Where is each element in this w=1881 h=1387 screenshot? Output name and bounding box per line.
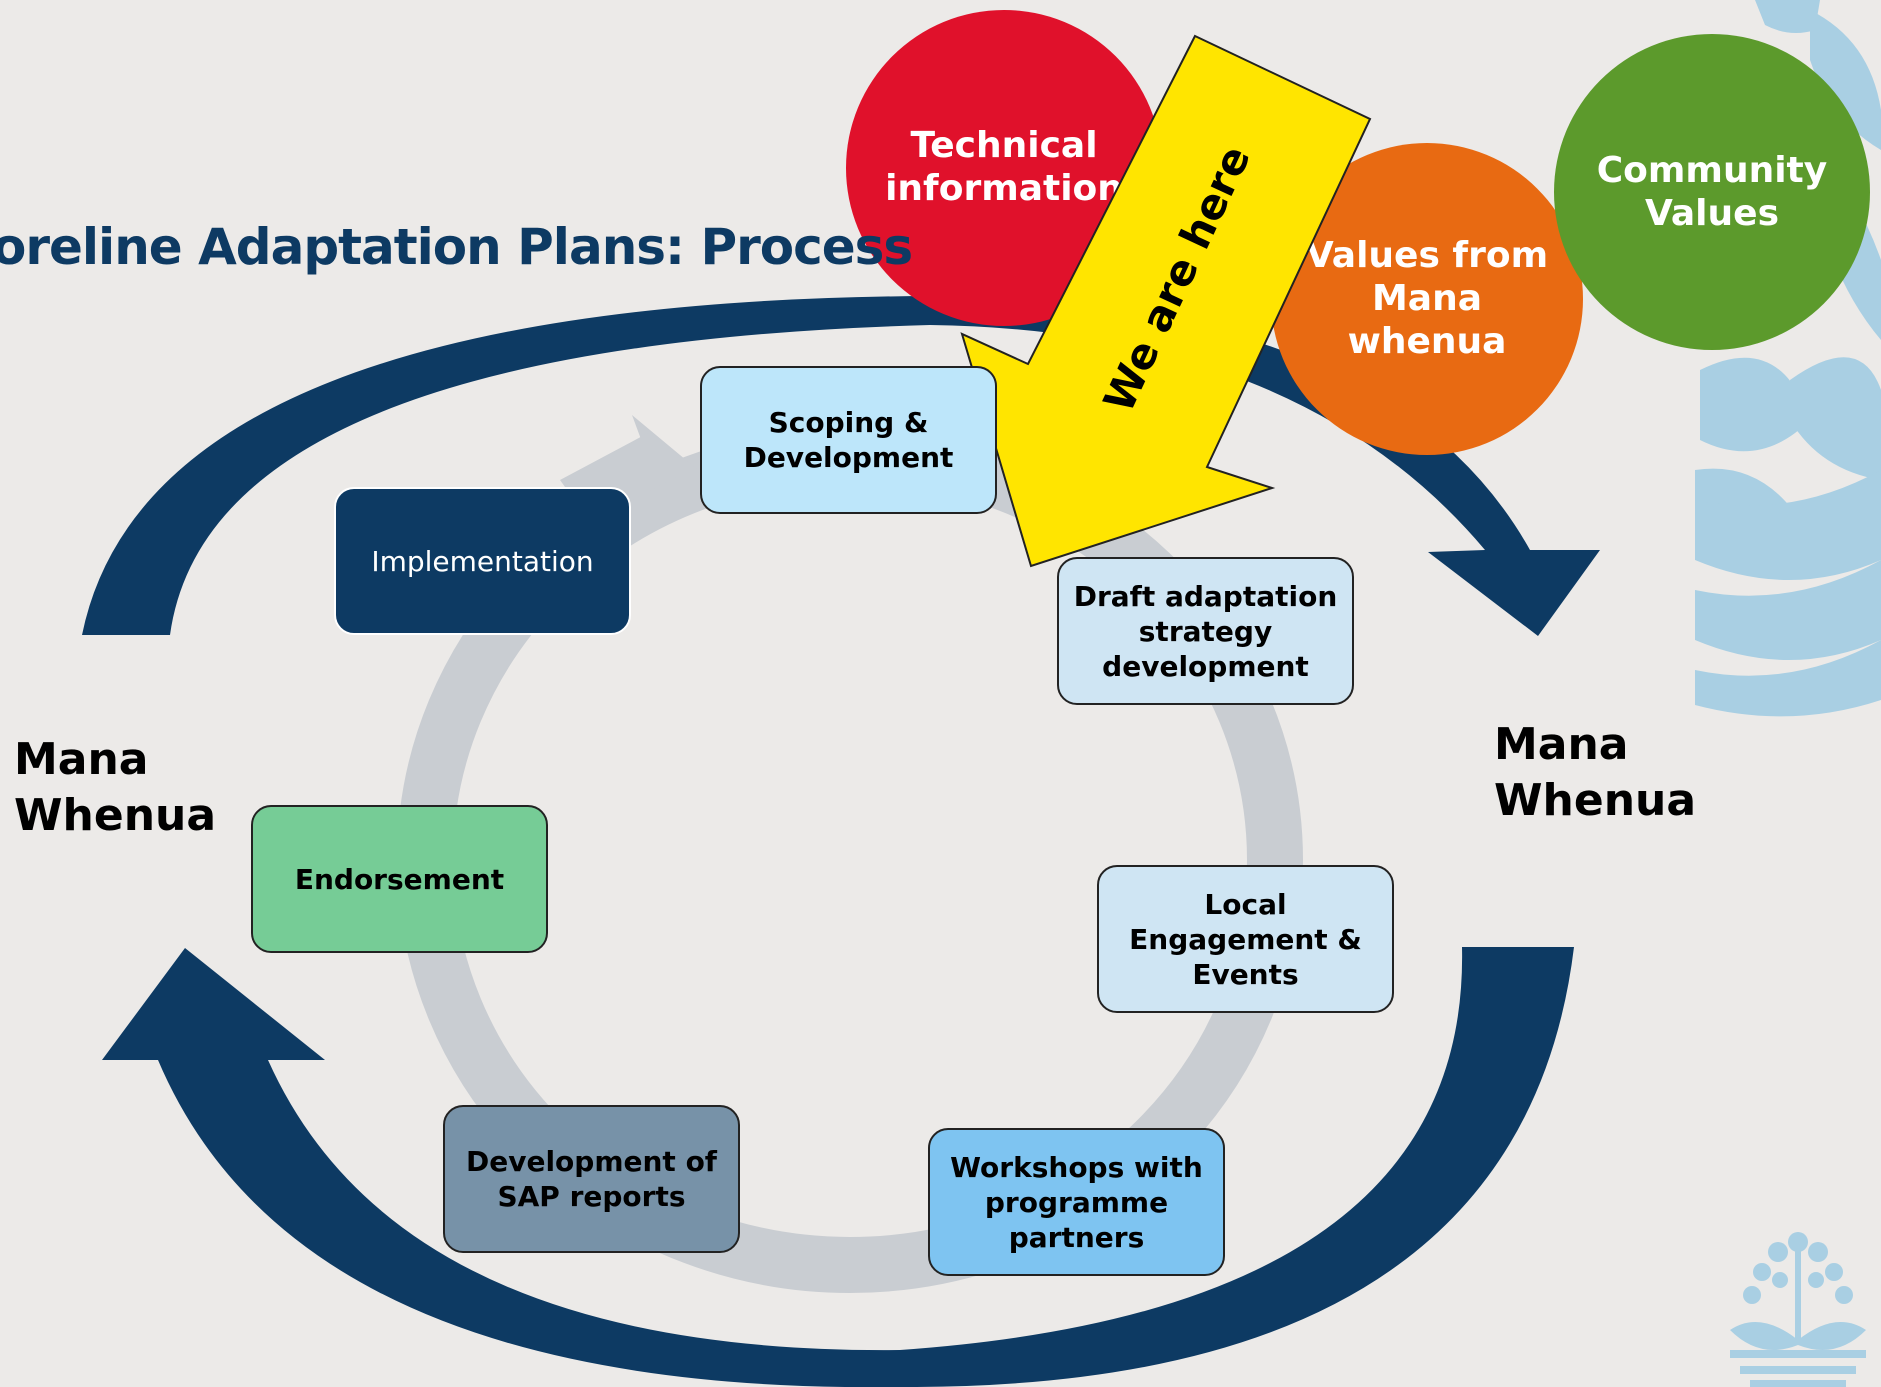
mana-whenua-right-label: Mana Whenua xyxy=(1494,719,1697,826)
step-label: Scoping & Development xyxy=(743,406,954,474)
step-label: Workshops with programme partners xyxy=(950,1150,1203,1254)
step-scoping-development: Scoping & Development xyxy=(700,366,997,514)
step-label: Draft adaptation strategy development xyxy=(1073,579,1338,683)
step-workshops-programme-partners: Workshops with programme partners xyxy=(928,1128,1225,1276)
step-development-sap-reports: Development of SAP reports xyxy=(443,1105,740,1253)
step-draft-adaptation-strategy: Draft adaptation strategy development xyxy=(1057,557,1354,705)
top-arc-arrow xyxy=(82,296,1600,636)
step-implementation: Implementation xyxy=(334,487,631,635)
mana-whenua-left-label: Mana Whenua xyxy=(14,734,217,841)
mana-whenua-values-circle xyxy=(1271,143,1583,455)
step-label: Implementation xyxy=(371,544,594,578)
decorative-flower-icon xyxy=(1730,1232,1866,1387)
step-label: Development of SAP reports xyxy=(465,1145,717,1213)
page-title: oreline Adaptation Plans: Process xyxy=(0,218,913,276)
step-label: Local Engagement & Events xyxy=(1129,887,1362,991)
outer-cycle-arrows xyxy=(82,296,1600,1387)
step-local-engagement-events: Local Engagement & Events xyxy=(1097,865,1394,1013)
technical-information-circle xyxy=(846,10,1162,326)
we-are-here-pointer: We are here xyxy=(960,34,1372,568)
step-label: Endorsement xyxy=(294,862,505,896)
step-endorsement: Endorsement xyxy=(251,805,548,953)
community-values-circle xyxy=(1554,34,1870,350)
bottom-arc-arrow xyxy=(102,947,1574,1387)
